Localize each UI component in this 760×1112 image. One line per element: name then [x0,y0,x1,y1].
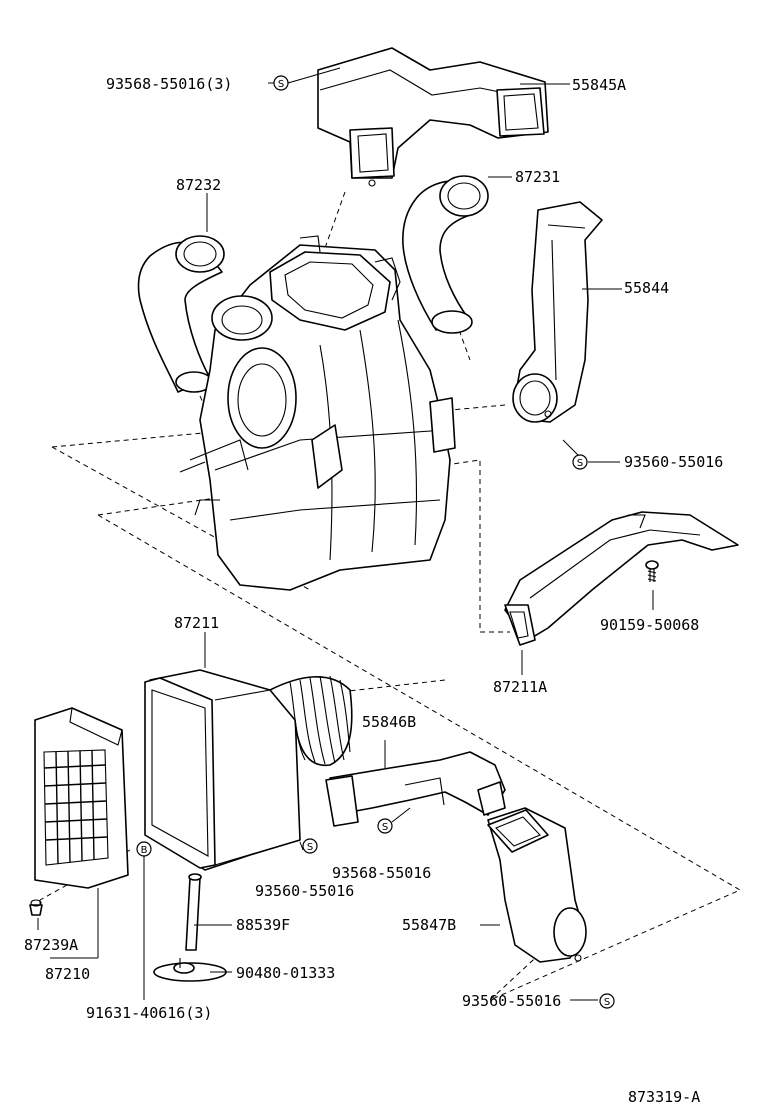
label-90480: 90480-01333 [236,964,335,982]
label-87239a: 87239A [24,936,78,954]
part-labels: 93568-55016(3) 55845A 87232 87231 55844 … [24,75,723,1106]
screw-symbol-mid: S [377,818,393,834]
label-87211: 87211 [174,614,219,632]
screw-symbol-cap: S [302,838,318,854]
svg-text:S: S [604,997,610,1008]
svg-text:S: S [382,822,388,833]
screw-symbol-bottom: S [599,993,615,1009]
label-55847b: 55847B [402,916,456,934]
leader-lines [37,67,654,1001]
duct-55844 [512,201,603,423]
label-55844: 55844 [624,279,669,297]
screw-90159 [645,560,659,582]
label-93560-right: 93560-55016 [624,453,723,471]
duct-55847b [487,807,587,963]
label-93560-mid: 93560-55016 [255,882,354,900]
hose-88539f [185,873,202,951]
label-87211a: 87211A [493,678,547,696]
label-88539f: 88539F [236,916,290,934]
label-93568-top: 93568-55016(3) [106,75,232,93]
label-90159: 90159-50068 [600,616,699,634]
svg-text:S: S [307,842,313,853]
label-55846b: 55846B [362,713,416,731]
label-91631: 91631-40616(3) [86,1004,212,1022]
svg-text:S: S [278,79,284,90]
duct-87211a [504,511,739,646]
svg-text:B: B [141,845,148,856]
label-93560-bottom: 93560-55016 [462,992,561,1010]
label-55845a: 55845A [572,76,626,94]
screw-symbol-right: S [572,454,588,470]
label-93568-mid: 93568-55016 [332,864,431,882]
filter-element-87210 [34,707,129,889]
grommet-90480 [153,958,227,982]
duct-55845a [317,47,549,187]
air-cleaner-cap-87211 [144,669,353,871]
label-87231: 87231 [515,168,560,186]
filter-grid [43,749,109,866]
hose-87231 [402,175,489,334]
label-87210: 87210 [45,965,90,983]
svg-text:S: S [577,458,583,469]
bolt-symbol: B [136,841,152,857]
diagram-code: 873319-A [628,1088,700,1106]
air-cleaner-case [179,235,456,591]
screw-symbol-top: S [273,75,289,91]
label-87232: 87232 [176,176,221,194]
clip-87239a [29,899,43,916]
duct-55846b [325,751,506,827]
